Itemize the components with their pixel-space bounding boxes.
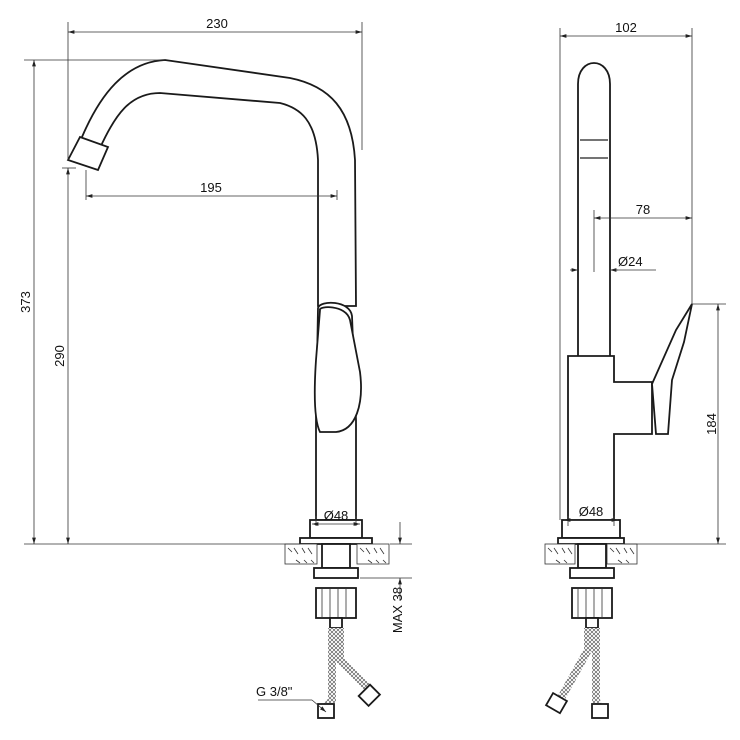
side-body: [567, 355, 653, 521]
dim-depth: 102: [559, 20, 693, 520]
dim-front-base-diameter: Ø48: [312, 508, 360, 526]
dim-max-mount-label: MAX 38: [390, 587, 405, 633]
front-view: 230 195 373 290 Ø48: [18, 16, 412, 719]
front-shank: [321, 543, 351, 569]
side-lever: [651, 303, 693, 435]
dim-side-base-diameter: Ø48: [564, 504, 618, 526]
front-hose-right: [336, 628, 375, 695]
front-aerator: [66, 135, 110, 172]
dim-front-base-diameter-label: Ø48: [324, 508, 349, 523]
dim-max-mount: MAX 38: [360, 522, 412, 633]
front-hose-right-fitting: [357, 683, 382, 708]
dim-spout-reach: 195: [85, 170, 338, 200]
dim-spout-reach-label: 195: [200, 180, 222, 195]
front-washer: [313, 567, 359, 579]
front-countertop: [284, 543, 390, 565]
dim-overall-reach: 230: [67, 16, 363, 160]
side-washer: [569, 567, 615, 579]
front-hose-left-fitting: [317, 703, 335, 719]
dim-thread-label: G 3/8": [256, 684, 293, 699]
front-hose-left: [318, 628, 336, 715]
dim-thread: G 3/8": [256, 684, 327, 713]
front-lever: [313, 306, 362, 433]
dim-depth-label: 102: [615, 20, 637, 35]
side-shank: [577, 543, 607, 569]
dim-overall-height: 373: [18, 59, 300, 545]
side-stud: [585, 617, 599, 629]
dim-lever-height: 184: [624, 303, 726, 545]
side-base-plate: [557, 537, 625, 545]
dim-spout-diameter: Ø24: [570, 254, 656, 272]
side-base-ring: [561, 519, 621, 539]
front-stud: [329, 617, 343, 629]
dim-lever-height-label: 184: [704, 413, 719, 435]
front-base-plate: [299, 537, 373, 545]
side-hose-left-fitting: [544, 691, 569, 715]
dim-spout-diameter-label: Ø24: [618, 254, 643, 269]
side-view: 102 78 Ø24 184 Ø48: [544, 20, 726, 719]
dim-lever-reach: 78: [593, 202, 692, 272]
side-nut: [571, 587, 613, 619]
dim-side-base-diameter-label: Ø48: [579, 504, 604, 519]
side-hose-right: [592, 628, 604, 714]
dim-spout-height-label: 290: [52, 345, 67, 367]
side-countertop: [544, 543, 638, 565]
dim-overall-height-label: 373: [18, 291, 33, 313]
dim-spout-height: 290: [52, 167, 76, 544]
dim-lever-reach-label: 78: [636, 202, 650, 217]
side-hose-left: [556, 628, 592, 702]
dim-overall-reach-label: 230: [206, 16, 228, 31]
side-hose-right-fitting: [591, 703, 609, 719]
front-spout: [70, 59, 357, 307]
